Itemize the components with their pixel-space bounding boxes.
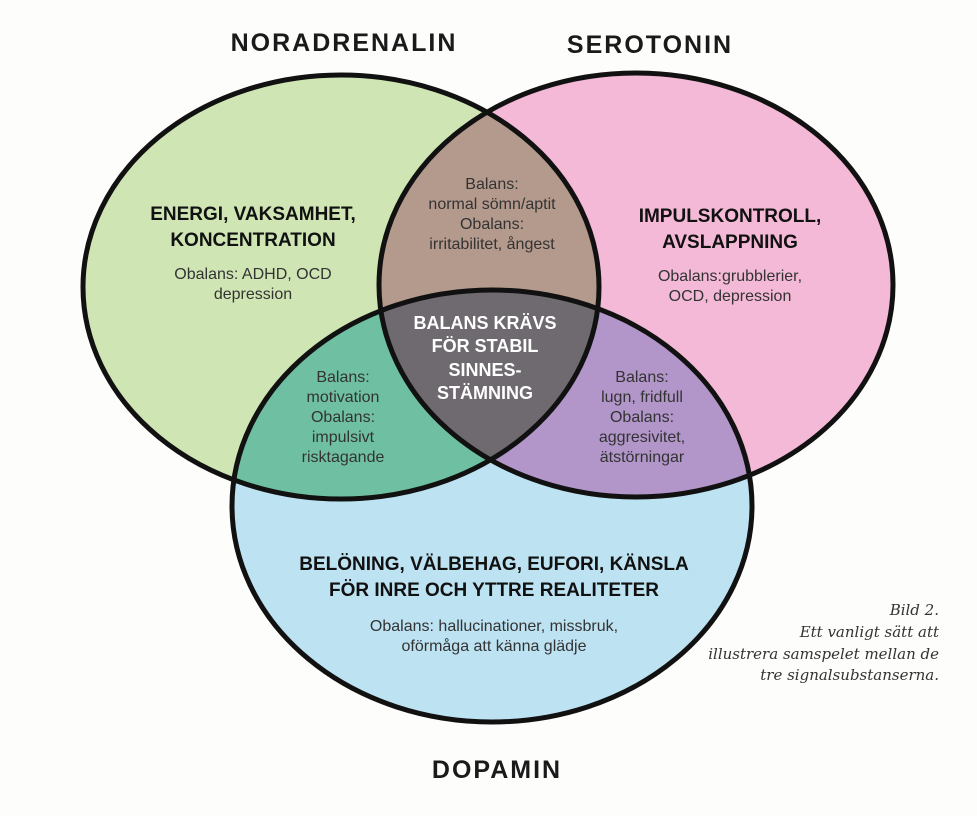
caption-line: illustrera samspelet mellan de (708, 644, 939, 663)
heading-line: KONCENTRATION (170, 229, 336, 251)
text-line: Obalans: (459, 216, 525, 233)
heading-line: IMPULSKONTROLL, (638, 206, 822, 227)
center-region: BALANS KRÄVS FÖR STABIL SINNES- STÄMNING (413, 312, 556, 406)
ser-dop-region: Balans: lugn, fridfull Obalans: aggresiv… (599, 368, 685, 468)
heading-line: AVSLAPPNING (662, 231, 798, 253)
text-line: normal sömn/aptit (428, 196, 556, 213)
text-line: impulsivt (311, 429, 375, 446)
text-line: Obalans: ADHD, OCD (174, 266, 332, 284)
dopamin-title: DOPAMIN (431, 756, 563, 784)
text-line: STÄMNING (436, 383, 533, 404)
nor-ser-region: Balans: normal sömn/aptit Obalans: irrit… (428, 175, 555, 255)
caption-line: tre signalsubstanserna. (760, 666, 939, 685)
text-line: Obalans:grubblerier, (657, 268, 803, 286)
text-line: Obalans: (609, 409, 675, 426)
text-line: risktagande (301, 449, 385, 466)
noradrenalin-title: NORADRENALIN (230, 29, 458, 57)
text-line: irritabilitet, ångest (429, 236, 555, 253)
text-line: SINNES- (448, 359, 522, 380)
text-line: ätstörningar (599, 449, 685, 466)
text-line: lugn, fridfull (601, 389, 683, 406)
dopamin-region: BELÖNING, VÄLBEHAG, EUFORI, KÄNSLA FÖR IN… (299, 552, 689, 657)
serotonin-region: IMPULSKONTROLL, AVSLAPPNING Obalans:grubb… (639, 204, 822, 307)
noradrenalin-region: ENERGI, VAKSAMHET, KONCENTRATION Obalans:… (150, 202, 356, 305)
caption-line: Bild 2. (889, 601, 939, 619)
text-line: BALANS KRÄVS (413, 313, 557, 333)
serotonin-title: SEROTONIN (566, 31, 734, 59)
text-line: Balans: (615, 369, 669, 386)
caption-line: Ett vanligt sätt att (799, 622, 939, 641)
text-line: Obalans: (310, 409, 376, 426)
text-line: Balans: (465, 176, 519, 193)
text-line: Balans: (316, 369, 370, 386)
text-line: aggresivitet, (598, 429, 686, 446)
text-line: Obalans: hallucinationer, missbruk, (369, 618, 619, 636)
overlap-nor-dop (232, 290, 599, 499)
heading-line: ENERGI, VAKSAMHET, (150, 204, 356, 225)
text-line: FÖR STABIL (431, 336, 539, 357)
overlap-ser-dop (379, 290, 752, 497)
figure-caption: Bild 2. Ett vanligt sätt att illustrera … (708, 600, 939, 687)
heading-line: FÖR INRE OCH YTTRE REALITETER (328, 579, 660, 601)
text-line: oförmåga att känna glädje (401, 638, 587, 656)
heading-line: BELÖNING, VÄLBEHAG, EUFORI, KÄNSLA (299, 554, 689, 575)
nor-dop-region: Balans: motivation Obalans: impulsivt ri… (302, 368, 385, 468)
text-line: OCD, depression (668, 288, 792, 306)
text-line: motivation (306, 389, 380, 406)
text-line: depression (213, 286, 293, 304)
